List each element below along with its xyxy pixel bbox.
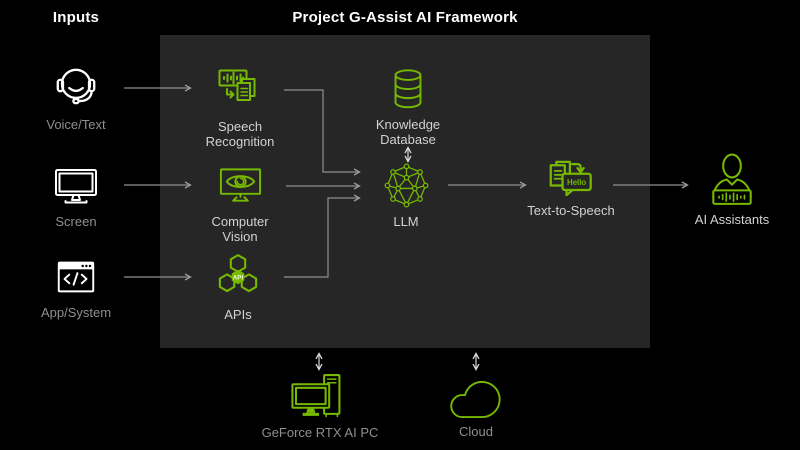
component-llm-label: LLM — [393, 214, 419, 229]
component-text-to-speech: Hello Text-to-Speech — [501, 159, 641, 218]
database-icon — [385, 66, 431, 112]
code-window-icon — [53, 254, 99, 300]
output-ai-assistants: AI Assistants — [662, 153, 800, 227]
component-knowledge-database: Knowledge Database — [348, 66, 468, 147]
output-ai-assistants-label: AI Assistants — [694, 212, 770, 227]
component-llm: LLM — [346, 162, 466, 229]
assistant-person-icon — [709, 153, 755, 207]
component-speech-recognition-label: Speech Recognition — [205, 119, 275, 150]
infra-cloud-label: Cloud — [459, 424, 493, 439]
component-computer-vision: Computer Vision — [180, 162, 300, 244]
monitor-icon — [52, 161, 100, 209]
component-knowledge-database-label: Knowledge Database — [375, 117, 441, 148]
input-screen: Screen — [16, 161, 136, 229]
component-apis: API APIs — [178, 252, 298, 322]
component-text-to-speech-label: Text-to-Speech — [527, 203, 615, 218]
headset-icon — [51, 62, 101, 112]
input-app-system: App/System — [16, 254, 136, 320]
api-badge-text: API — [233, 274, 244, 281]
page-title: Project G-Assist AI Framework — [292, 9, 518, 26]
tts-bubble-text: Hello — [567, 178, 586, 187]
neural-network-icon — [383, 162, 430, 209]
desktop-pc-icon — [290, 373, 350, 420]
speech-recognition-icon — [216, 66, 264, 114]
cloud-icon — [450, 375, 502, 419]
infra-cloud: Cloud — [416, 375, 536, 439]
infra-geforce-pc: GeForce RTX AI PC — [250, 373, 390, 440]
component-apis-label: APIs — [224, 307, 252, 322]
input-app-system-label: App/System — [40, 305, 112, 320]
text-to-speech-icon: Hello — [544, 159, 598, 198]
input-voice-text: Voice/Text — [16, 62, 136, 132]
component-computer-vision-label: Computer Vision — [211, 214, 269, 245]
computer-vision-icon — [217, 162, 264, 209]
input-screen-label: Screen — [55, 214, 97, 229]
input-voice-text-label: Voice/Text — [46, 117, 106, 132]
infra-geforce-pc-label: GeForce RTX AI PC — [261, 425, 379, 440]
inputs-heading: Inputs — [52, 9, 100, 26]
component-speech-recognition: Speech Recognition — [180, 66, 300, 149]
hexagons-api-icon: API — [213, 252, 263, 302]
